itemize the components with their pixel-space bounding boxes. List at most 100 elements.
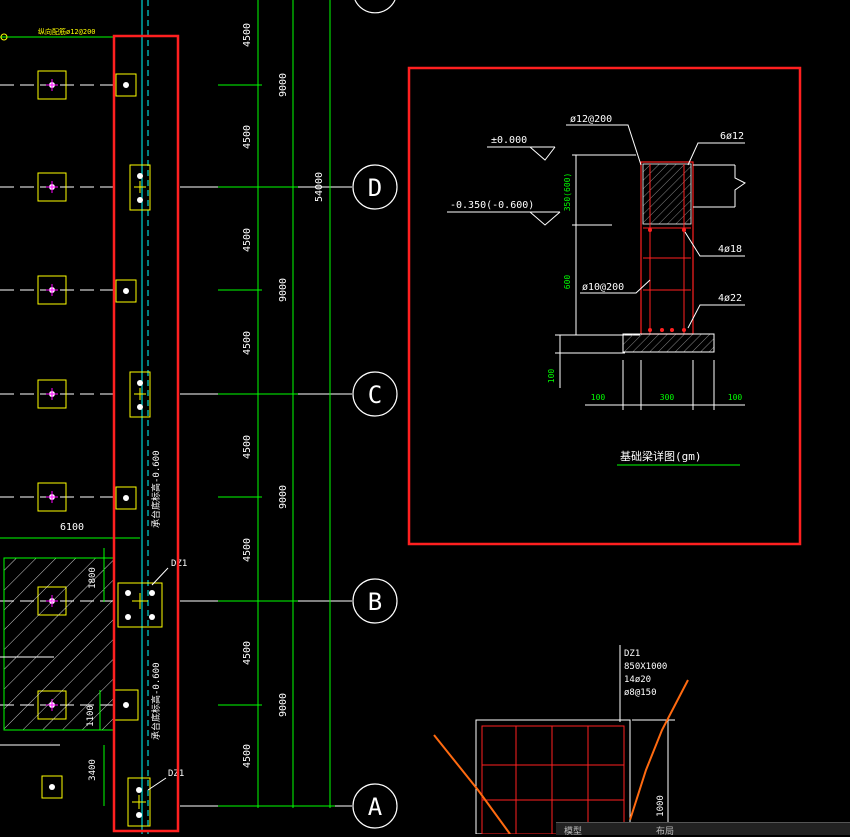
strip-marker xyxy=(123,288,129,294)
rebar-leader xyxy=(687,142,745,166)
bedding xyxy=(622,333,715,353)
foundation-pad xyxy=(37,275,67,305)
strip-marker xyxy=(136,812,142,818)
dim-text: 9000 xyxy=(278,693,289,717)
strip-foundations xyxy=(113,73,163,827)
axis-label-d: D xyxy=(368,174,382,202)
dim-texts-b: 9000 9000 9000 9000 54000 xyxy=(278,73,325,717)
dim-100-left: 100 xyxy=(591,393,606,402)
elev-top-symbol xyxy=(529,146,556,161)
strip-marker xyxy=(137,197,143,203)
dz1-name: DZ1 xyxy=(624,649,640,659)
dim-600: 600 xyxy=(563,275,572,290)
dim-6100: 6100 xyxy=(60,522,84,533)
break-line xyxy=(734,165,746,207)
dim-texts-a: 4500 4500 4500 4500 4500 4500 4500 4500 xyxy=(242,23,253,768)
strip-pad xyxy=(129,164,151,211)
dim-text: 4500 xyxy=(242,228,253,252)
dim-1100: 1100 xyxy=(86,705,96,727)
rebar-dots xyxy=(648,228,686,332)
strip-marker xyxy=(149,614,155,620)
strip-pad xyxy=(129,371,151,418)
elevation-note: 承台底标高-0.600 xyxy=(150,662,162,740)
dim-text: 9000 xyxy=(278,73,289,97)
strip-grid-marks xyxy=(132,181,148,809)
rebar-leader xyxy=(684,231,745,257)
markup-stroke-right xyxy=(629,679,689,821)
strip-marker xyxy=(125,614,131,620)
total-dim-text: 54000 xyxy=(314,172,325,202)
foundation-pad xyxy=(37,172,67,202)
beam-section-detail: ±0.000 -0.350(-0.600) 350(600) 600 100 ø… xyxy=(447,114,746,466)
dim-100-vertical: 100 xyxy=(547,369,556,384)
top-note: 纵向配筋ø12@200 xyxy=(38,27,96,36)
dz1-section: DZ1 850X1000 14ø20 ø8@150 1000 xyxy=(475,645,675,834)
foundation-pad xyxy=(41,775,63,799)
strip-marker xyxy=(136,787,142,793)
rebar-leader xyxy=(580,279,651,294)
dim-100-right: 100 xyxy=(728,393,743,402)
rebar-dot xyxy=(660,328,664,332)
dim-text: 9000 xyxy=(278,278,289,302)
strip-marker xyxy=(123,702,129,708)
rebar-label: ø10@200 xyxy=(582,282,624,293)
axis-bubble-b xyxy=(352,578,398,624)
dim-text: 4500 xyxy=(242,538,253,562)
rebar-label: ø12@200 xyxy=(570,114,612,125)
status-bar: 模型 布局 xyxy=(556,822,850,837)
detail-title: 基础梁详图(gm) xyxy=(620,449,702,463)
rebar-label: 4ø18 xyxy=(718,244,742,255)
status-right[interactable]: 布局 xyxy=(656,827,675,837)
strip-pad xyxy=(115,73,137,97)
strip-marker xyxy=(123,82,129,88)
dz1-dim: 1000 xyxy=(656,795,666,817)
status-left[interactable]: 模型 xyxy=(564,827,583,837)
axis-bubbles xyxy=(352,0,398,829)
column-label-dz1: DZ1 xyxy=(168,769,184,779)
dim-350: 350(600) xyxy=(563,173,572,212)
column-label-leader xyxy=(151,567,169,586)
dim-text: 4500 xyxy=(242,125,253,149)
dz1-main-rebar: 14ø20 xyxy=(624,675,651,685)
axis-label-c: C xyxy=(368,381,382,409)
column-marker xyxy=(49,784,55,790)
dim-text: 4500 xyxy=(242,435,253,459)
strip-marker xyxy=(137,404,143,410)
axis-bubble-c xyxy=(352,371,398,417)
dz1-size: 850X1000 xyxy=(624,662,667,672)
dim-text: 4500 xyxy=(242,744,253,768)
strip-marker xyxy=(137,380,143,386)
axis-bubble-top xyxy=(354,0,396,14)
foundation-pad xyxy=(37,379,67,409)
foundation-pad xyxy=(37,482,67,512)
rebar-leader xyxy=(566,124,642,166)
dim-text: 4500 xyxy=(242,641,253,665)
dz1-stirrup-outline xyxy=(481,725,625,834)
elev-mid-symbol xyxy=(529,211,561,226)
elev-top: ±0.000 xyxy=(491,135,527,146)
markup-stroke-left xyxy=(433,734,511,834)
strip-pad xyxy=(115,486,137,510)
foundation-pad xyxy=(37,70,67,100)
dim-text: 9000 xyxy=(278,485,289,509)
rebar-label: 6ø12 xyxy=(720,131,744,142)
rebar-dot xyxy=(648,328,652,332)
beam-top-hatch xyxy=(642,163,692,225)
axis-label-b: B xyxy=(368,588,382,616)
axis-label-a: A xyxy=(368,793,383,821)
column-label-leader xyxy=(147,777,167,791)
rebar-dot xyxy=(682,328,686,332)
dim-text: 4500 xyxy=(242,331,253,355)
strip-pad xyxy=(117,582,163,628)
strip-pad xyxy=(115,279,137,303)
dim-3400: 3400 xyxy=(88,759,98,781)
rebar-leader xyxy=(687,304,745,329)
rebar-label: 4ø22 xyxy=(718,293,742,304)
strip-marker xyxy=(123,495,129,501)
detail-highlight-box xyxy=(407,66,802,546)
axis-bubble-a xyxy=(352,783,398,829)
axis-labels: D C B A xyxy=(368,174,383,821)
axis-bubble-d xyxy=(352,164,398,210)
rebar-dot xyxy=(670,328,674,332)
